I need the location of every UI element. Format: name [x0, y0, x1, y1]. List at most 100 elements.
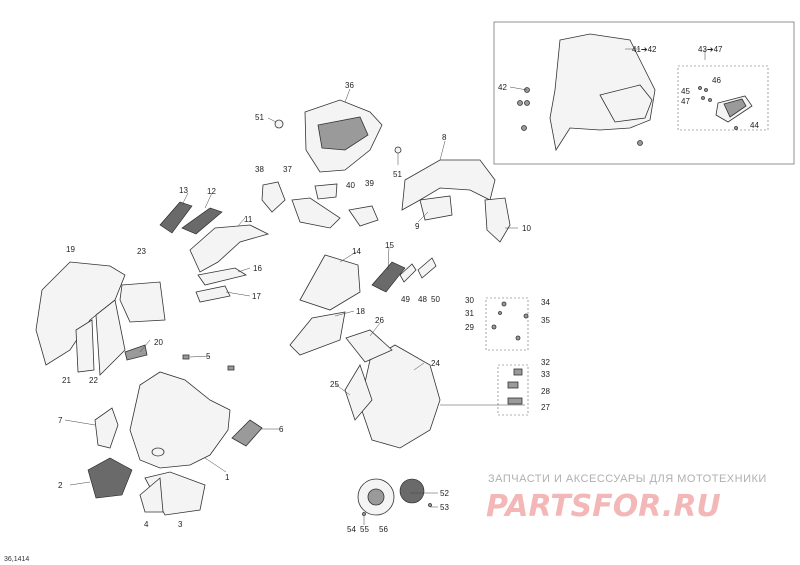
callout-36: 36 [345, 81, 354, 90]
callout-53: 53 [440, 503, 449, 512]
callout-30: 30 [465, 296, 474, 305]
callout-31: 31 [465, 309, 474, 318]
hardware-46-part [704, 88, 708, 92]
hardware-44-part [734, 126, 738, 130]
hardware-box-upper [485, 297, 529, 351]
callout-33: 33 [541, 370, 550, 379]
callout-40: 40 [346, 181, 355, 190]
callout-32: 32 [541, 358, 550, 367]
vent-12-part [181, 207, 223, 235]
callout-45: 45 [681, 87, 690, 96]
hardware-28-part [507, 397, 523, 405]
hardware-31-part [498, 311, 502, 315]
bracket-11-part [189, 224, 270, 273]
speaker-grille-part [399, 478, 425, 504]
hardware-set-27-33 [507, 368, 523, 405]
callout-52: 52 [440, 489, 449, 498]
hardware-32-part [513, 368, 523, 376]
leader-lines [64, 48, 706, 525]
watermark-brand: PARTSFOR.RU [486, 489, 721, 524]
grille-15-part [371, 261, 406, 293]
nose-lamp-part [151, 447, 165, 457]
panel-14-part [299, 254, 361, 311]
callout-18: 18 [356, 307, 365, 316]
hardware-set-30-35 [491, 301, 529, 341]
callout-43-47: 43➔47 [698, 45, 723, 54]
panel-26-part [345, 329, 393, 363]
screw-54-part [362, 512, 366, 516]
panel-39-part [348, 205, 379, 227]
callout-50: 50 [431, 295, 440, 304]
panel-18-part [289, 311, 346, 356]
hardware-34-part [523, 313, 529, 319]
callout-5: 5 [206, 352, 211, 361]
callout-labels: 1 2 3 4 5 6 7 8 9 10 11 12 13 14 15 16 1… [58, 45, 759, 534]
callout-26: 26 [375, 316, 384, 325]
callout-46: 46 [712, 76, 721, 85]
screw-53-part [428, 503, 432, 507]
washer-part [521, 125, 527, 131]
callout-19: 19 [66, 245, 75, 254]
hardware-box-lower [497, 364, 529, 416]
callout-15: 15 [385, 241, 394, 250]
panel-10-part [484, 197, 511, 243]
callout-51-left: 51 [255, 113, 264, 122]
callout-51-right: 51 [393, 170, 402, 179]
panel-48-part [417, 257, 437, 279]
callout-3: 3 [178, 520, 183, 529]
callout-21: 21 [62, 376, 71, 385]
nut-42-part [517, 100, 523, 106]
callout-23: 23 [137, 247, 146, 256]
watermark-tagline: ЗАПЧАСТИ И АКСЕССУАРЫ ДЛЯ МОТОТЕХНИКИ [488, 473, 767, 485]
callout-49: 49 [401, 295, 410, 304]
callout-20: 20 [154, 338, 163, 347]
panel-22-part [95, 299, 126, 376]
callout-42: 42 [498, 83, 507, 92]
hardware-30-part [501, 301, 507, 307]
windshield-part [549, 33, 656, 152]
panel-49-part [399, 263, 417, 283]
callout-41-42: 41➔42 [632, 45, 657, 54]
callout-25: 25 [330, 380, 339, 389]
grille-2-part [87, 457, 133, 499]
callout-44: 44 [750, 121, 759, 130]
windshield-inset-box [493, 21, 795, 165]
front-nose-part [129, 371, 231, 469]
callout-13: 13 [179, 186, 188, 195]
callout-35: 35 [541, 316, 550, 325]
panel-4-part [139, 477, 164, 513]
hardware-47-part [701, 96, 705, 100]
upper-bracket-part [401, 159, 496, 211]
panel-38-part [261, 181, 286, 213]
callout-14: 14 [352, 247, 361, 256]
clip-5b-part [227, 365, 235, 371]
panel-21-part [75, 319, 95, 373]
callout-37: 37 [283, 165, 292, 174]
callout-9: 9 [415, 222, 420, 231]
callout-38: 38 [255, 165, 264, 174]
callout-24: 24 [431, 359, 440, 368]
vent-13-part [159, 201, 193, 234]
callout-16: 16 [253, 264, 262, 273]
callout-55: 55 [360, 525, 369, 534]
mirror-hardware-group [698, 86, 738, 130]
callout-27: 27 [541, 403, 550, 412]
callout-28: 28 [541, 387, 550, 396]
panel-25-part [344, 364, 373, 421]
hardware-47b-part [708, 98, 712, 102]
grommet-51b-part [394, 146, 402, 154]
callout-7: 7 [58, 416, 63, 425]
callout-39: 39 [365, 179, 374, 188]
grommet-51-part [274, 119, 284, 129]
mirror-sub-box [677, 65, 769, 131]
bracket-20-part [124, 344, 148, 361]
drawing-reference: 36,1414 [4, 556, 29, 563]
callout-4: 4 [144, 520, 149, 529]
hardware-33-part [507, 381, 519, 389]
mirror-glass-part [723, 98, 747, 118]
callout-56: 56 [379, 525, 388, 534]
headlight-lens-part [317, 116, 369, 151]
callout-10: 10 [522, 224, 531, 233]
hardware-35-part [515, 335, 521, 341]
